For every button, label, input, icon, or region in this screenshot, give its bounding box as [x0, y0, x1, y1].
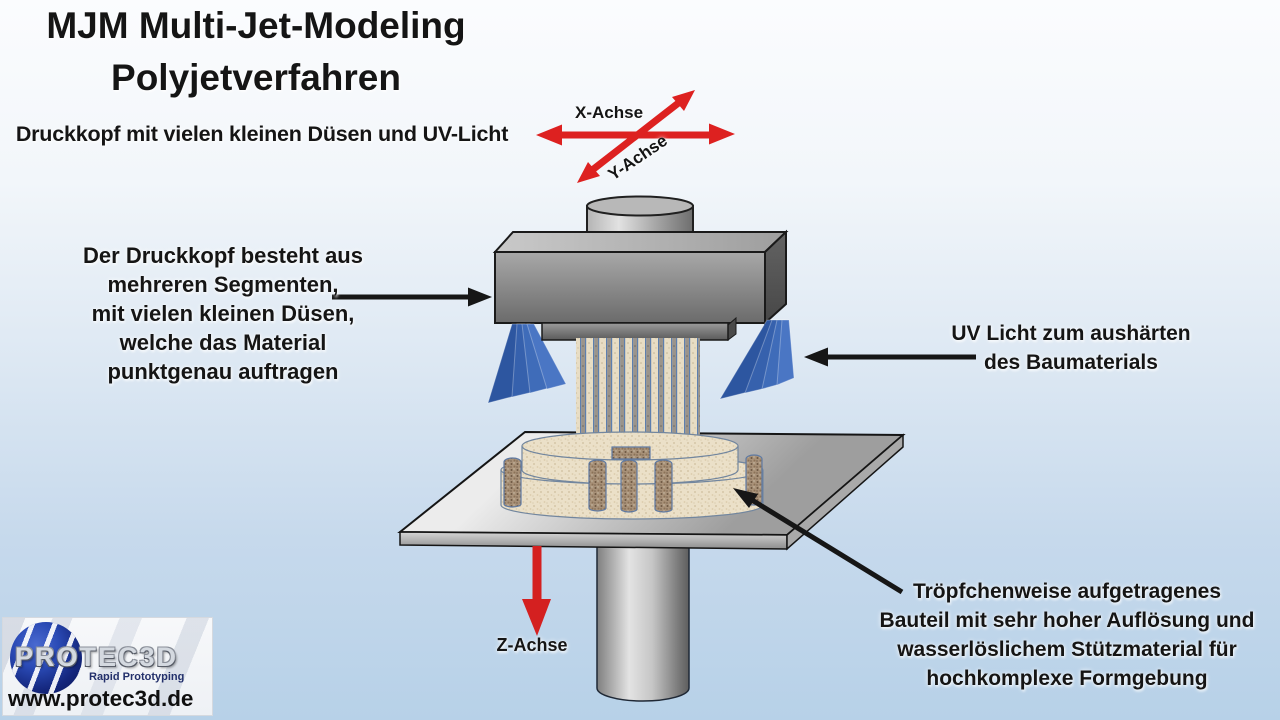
annotation-arrows: [332, 287, 976, 595]
part-annotation-arrow: [733, 488, 904, 595]
printhead-annotation: Der Druckkopf besteht aus mehreren Segme…: [83, 243, 363, 384]
nozzle-segment-block: [541, 316, 737, 341]
support-patch: [611, 446, 651, 460]
platform-plate-front: [399, 531, 788, 550]
print-head-cylinder: [586, 195, 694, 237]
part-annotation: Tröpfchenweise aufgetragenes Bauteil mit…: [879, 580, 1255, 690]
title-line-1: MJM Multi-Jet-Modeling: [46, 5, 466, 46]
y-axis-arrow: [577, 90, 695, 183]
subtitle: Druckkopf mit vielen kleinen Düsen und U…: [15, 122, 509, 146]
x-axis-label: X-Achse: [575, 103, 644, 122]
z-axis-arrow: [522, 546, 551, 636]
printed-part: [500, 431, 764, 520]
logo-website: www.protec3d.de: [8, 686, 194, 711]
platform-column: [596, 539, 690, 702]
print-head: [492, 195, 789, 326]
uv-light-annotation: UV Licht zum aushärten des Baumaterials: [951, 322, 1191, 374]
globe-logo-icon: [10, 622, 82, 694]
printhead-annotation-arrow: [332, 287, 492, 307]
print-head-body: [492, 229, 789, 326]
z-axis-label: Z-Achse: [496, 635, 568, 655]
company-logo: PROTEC3D Rapid Prototyping www.protec3d.…: [2, 617, 213, 716]
uv-light-left: [487, 323, 567, 404]
uv-light-right: [718, 319, 795, 400]
xy-axis-arrows: [536, 90, 735, 183]
uv-annotation-arrow: [804, 347, 976, 367]
material-jets: [576, 338, 700, 445]
logo-brand-text: PROTEC3D: [15, 642, 179, 672]
platform-plate-side: [786, 433, 904, 551]
page-title: MJM Multi-Jet-Modeling Polyjetverfahren: [0, 0, 512, 104]
logo-tagline: Rapid Prototyping: [89, 671, 185, 683]
title-line-2: Polyjetverfahren: [111, 57, 401, 98]
